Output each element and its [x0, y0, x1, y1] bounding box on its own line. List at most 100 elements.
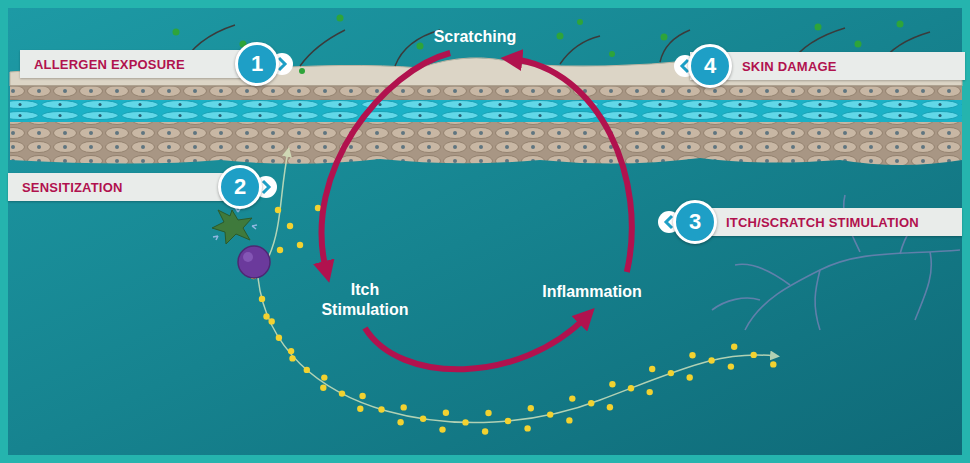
illustration-part — [287, 223, 293, 229]
illustration-part — [731, 344, 737, 350]
illustration-part — [213, 207, 257, 240]
illustration-part — [689, 352, 695, 358]
illustration-part — [547, 411, 553, 417]
illustration-part — [728, 363, 734, 369]
illustration-part — [647, 389, 653, 395]
illustration-part — [439, 426, 445, 432]
illustration-part — [357, 406, 363, 412]
illustration-part — [320, 385, 326, 391]
label-text: ITCH/SCRATCH STIMULATION — [726, 215, 919, 230]
label-text: Inflammation — [542, 283, 642, 300]
illustration-part — [277, 247, 283, 253]
illustration-part — [263, 313, 269, 319]
illustration-part — [420, 416, 426, 422]
illustration-part — [443, 410, 449, 416]
cycle-arrow — [511, 59, 631, 272]
illustration-part — [339, 390, 345, 396]
illustration-part — [751, 352, 757, 358]
cycle-arrow — [322, 53, 451, 272]
illustration-part — [708, 357, 714, 363]
illustration-part — [252, 225, 257, 229]
illustration-part — [263, 181, 269, 193]
label-text: SENSITIZATION — [22, 180, 123, 195]
illustration-part — [666, 216, 672, 228]
illustration-part — [288, 348, 294, 354]
illustration-part — [815, 24, 822, 31]
skin-line — [10, 86, 962, 87]
illustration-part — [359, 393, 365, 399]
illustration-part — [304, 367, 310, 373]
illustration-part — [243, 252, 253, 262]
illustration-part — [482, 428, 488, 434]
cytokine-dots-near-cells — [275, 205, 321, 253]
illustration-part — [897, 21, 904, 28]
illustration-part — [275, 207, 281, 213]
step-banner: ITCH/SCRATCH STIMULATION — [680, 208, 962, 236]
skin-cell-layer — [10, 84, 962, 165]
cycle-label: Scratching — [434, 27, 517, 47]
step-banner: ALLERGEN EXPOSURE — [20, 50, 260, 78]
cycle-label: Inflammation — [542, 282, 642, 302]
callout-digit: 1 — [251, 53, 263, 75]
illustration-part — [609, 381, 615, 387]
illustration-part — [378, 406, 384, 412]
illustration-part — [560, 36, 600, 64]
cycle-arrow — [365, 316, 587, 369]
illustration-part — [238, 246, 270, 278]
illustration-part — [401, 404, 407, 410]
callout-digit: 2 — [234, 176, 246, 198]
callout-number: 2 — [218, 165, 262, 209]
cytokine-dots — [250, 273, 776, 435]
illustration-part — [649, 366, 655, 372]
illustration-part — [297, 242, 303, 248]
illustration-part — [462, 419, 468, 425]
dendritic-cell — [212, 207, 257, 244]
illustration-part — [557, 33, 564, 40]
illustration-part — [269, 318, 275, 324]
cytokine-trail — [258, 278, 775, 423]
step-banner: SENSITIZATION — [8, 173, 248, 201]
illustration-part — [661, 34, 668, 41]
illustration-part — [815, 270, 820, 330]
label-text: SKIN DAMAGE — [742, 59, 837, 74]
illustration-part — [607, 404, 613, 410]
illustration-part — [337, 15, 344, 22]
illustration-part — [213, 236, 218, 240]
callout-digit: 4 — [704, 55, 716, 77]
illustration-part — [712, 298, 760, 310]
illustration-part — [485, 410, 491, 416]
callout-number: 3 — [673, 200, 717, 244]
illustration-part — [609, 51, 615, 57]
illustration-part — [628, 385, 634, 391]
illustration-part — [397, 419, 403, 425]
illustration-part — [566, 417, 572, 423]
label-text: Scratching — [434, 28, 517, 45]
illustration-part — [505, 418, 511, 424]
migration-trail — [268, 152, 288, 258]
illustration-part — [276, 335, 282, 341]
illustration-part — [212, 210, 252, 244]
illustration-part — [299, 68, 305, 74]
illustration-part — [577, 19, 583, 25]
illustration-part — [588, 400, 594, 406]
illustration-part — [173, 29, 180, 36]
illustration-part — [524, 425, 530, 431]
illustration-part — [687, 374, 693, 380]
illustration-part — [321, 374, 327, 380]
illustration-part — [279, 58, 285, 70]
illustration-part — [569, 395, 575, 401]
illustration-part — [259, 296, 265, 302]
illustration-part — [915, 252, 931, 320]
illustration-part — [855, 41, 862, 48]
callout-number: 4 — [688, 44, 732, 88]
illustration-part — [417, 43, 424, 50]
illustration-part — [770, 361, 776, 367]
cycle-label: Itch Stimulation — [310, 280, 420, 320]
illustration-part — [668, 370, 674, 376]
label-text: Itch Stimulation — [321, 281, 408, 318]
callout-digit: 3 — [689, 211, 701, 233]
callout-number: 1 — [235, 42, 279, 86]
